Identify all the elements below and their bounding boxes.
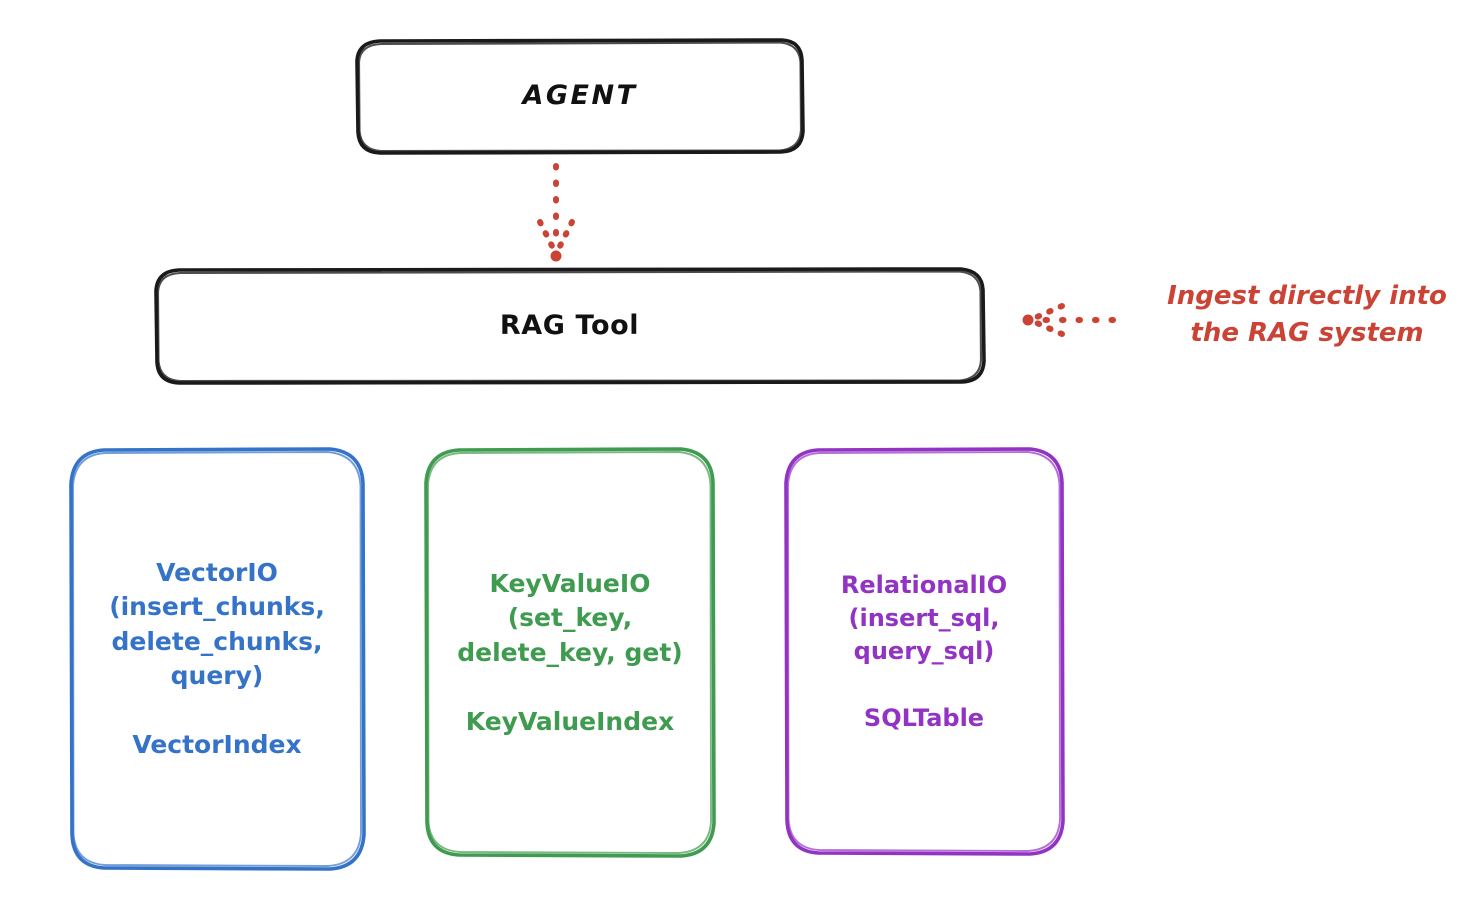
relationalio-box-outline (784, 447, 1065, 856)
keyvalueio-node[interactable]: KeyValueIO (set_key, delete_key, get) Ke… (426, 448, 714, 858)
rag-tool-node-label: RAG Tool (499, 309, 640, 341)
ingest-to-rag-connector (1022, 303, 1116, 337)
agent-node[interactable]: AGENT (356, 38, 804, 154)
agent-box-outline (355, 38, 805, 155)
relationalio-node-label: RelationalIO (insert_sql, query_sql) SQL… (840, 571, 1008, 732)
rag-tool-node[interactable]: RAG Tool (155, 268, 984, 384)
agent-to-rag-connector (537, 163, 575, 262)
ingest-annotation-text: Ingest directly into the RAG system (1167, 281, 1447, 348)
keyvalueio-box-outline (424, 447, 716, 858)
relationalio-node[interactable]: RelationalIO (insert_sql, query_sql) SQL… (786, 448, 1062, 856)
keyvalueio-node-label: KeyValueIO (set_key, delete_key, get) Ke… (457, 568, 683, 736)
agent-node-label: AGENT (522, 79, 638, 111)
vectorio-box-outline (69, 447, 366, 871)
vectorio-node-label: VectorIO (insert_chunks, delete_chunks, … (109, 557, 325, 760)
vectorio-node[interactable]: VectorIO (insert_chunks, delete_chunks, … (70, 448, 364, 870)
rag-tool-box-outline (154, 267, 986, 385)
